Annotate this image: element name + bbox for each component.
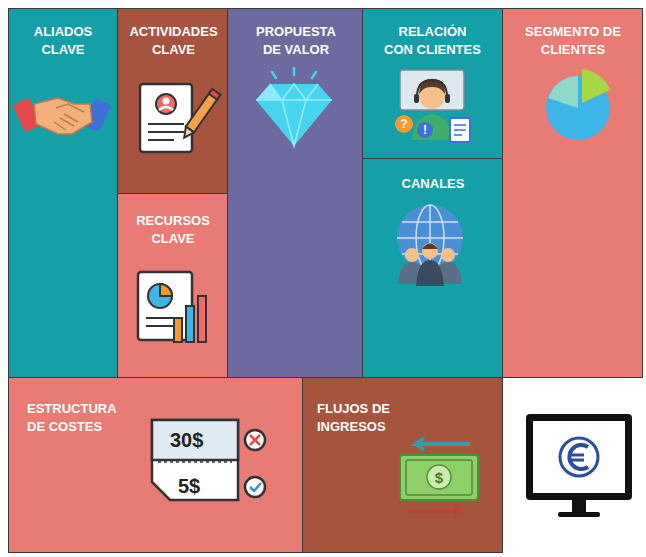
block-title: ESTRUCTURA DE COSTES — [27, 400, 127, 436]
monitor-logo-icon — [526, 414, 632, 517]
block-title: RELACIÓN CON CLIENTES — [383, 23, 482, 59]
handshake-icon — [13, 98, 112, 134]
segments-block: SEGMENTO DE CLIENTES — [502, 8, 643, 378]
block-title: ACTIVIDADES CLAVE — [126, 23, 221, 59]
partners-block: ALIADOS CLAVE — [8, 8, 118, 378]
block-title: ALIADOS CLAVE — [23, 23, 103, 59]
support-agent-icon — [395, 70, 470, 142]
exclamation-mark: ! — [423, 124, 427, 136]
globe-people-icon — [397, 205, 463, 286]
block-title: PROPUESTA DE VALOR — [246, 23, 346, 59]
currency-symbol: $ — [435, 470, 443, 485]
question-mark: ? — [400, 118, 407, 130]
price-text: 30$ — [170, 430, 203, 450]
price-text: 5$ — [178, 476, 200, 496]
block-title: RECURSOS CLAVE — [128, 212, 218, 248]
value-proposition-block: PROPUESTA DE VALOR — [227, 8, 363, 378]
block-title: CANALES — [383, 175, 483, 193]
block-title: SEGMENTO DE CLIENTES — [525, 23, 621, 59]
block-title: FLUJOS DE INGRESOS — [317, 400, 397, 436]
